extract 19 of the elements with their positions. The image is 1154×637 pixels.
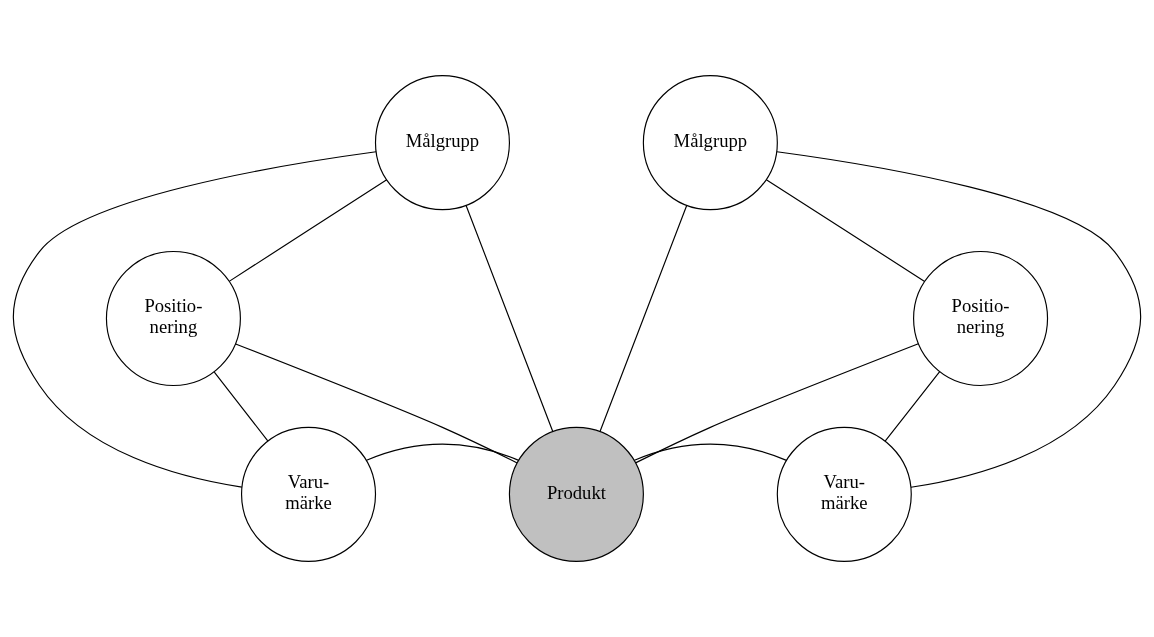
- connector: [465, 204, 554, 433]
- connector: [229, 179, 388, 282]
- node-circle: Varu- märke: [240, 426, 377, 562]
- connector: [635, 343, 919, 464]
- node-circle: Produkt: [508, 426, 644, 562]
- connector: [884, 371, 941, 442]
- connector: [213, 371, 269, 442]
- connector: [599, 204, 688, 433]
- node-circle: Målgrupp: [374, 75, 510, 211]
- connector: [12, 151, 377, 488]
- connector: [765, 179, 926, 282]
- node-circle: Positio- nering: [105, 250, 241, 387]
- node-circle: Varu- märke: [776, 426, 912, 562]
- node-circle: Positio- nering: [913, 250, 1049, 387]
- connector: [776, 151, 1142, 488]
- connector: [633, 443, 788, 461]
- connector: [235, 343, 518, 464]
- node-circle: Målgrupp: [642, 75, 778, 211]
- connector: [366, 443, 520, 461]
